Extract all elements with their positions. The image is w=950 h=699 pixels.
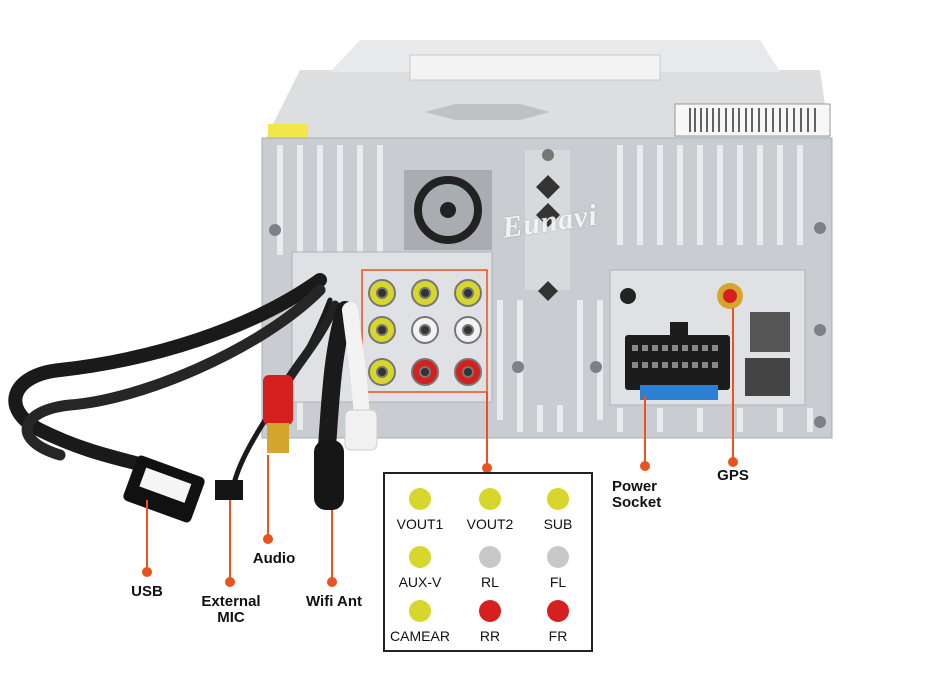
legend-dot — [479, 546, 501, 568]
legend-label: RL — [481, 574, 499, 590]
power-socket-label: Power Socket — [612, 479, 678, 511]
power-socket-label-line1: Power — [612, 478, 658, 495]
legend-label: CAMEAR — [390, 628, 450, 644]
legend-label: VOUT1 — [396, 516, 444, 532]
legend-dot — [479, 488, 501, 510]
legend-dot — [547, 546, 569, 568]
legend-dot — [409, 488, 431, 510]
audio-label: Audio — [252, 550, 296, 567]
power-socket-label-line2: Socket — [612, 494, 662, 511]
usb-label: USB — [131, 583, 163, 600]
external-mic-label-line1: External — [201, 593, 261, 610]
mic-connector — [215, 480, 243, 500]
legend-item-rr: RR — [455, 600, 525, 644]
legend-dot — [409, 546, 431, 568]
legend-item-rl: RL — [455, 546, 525, 590]
rca-legend: VOUT1 VOUT2 SUB AUX-V RL FL CAMEAR RR FR — [383, 472, 593, 652]
legend-dot — [547, 488, 569, 510]
wifi-ant-label: Wifi Ant — [306, 593, 362, 610]
callout-lines — [142, 308, 738, 587]
legend-label: RR — [479, 628, 501, 644]
legend-label: FR — [548, 628, 568, 644]
warning-sticker — [268, 124, 308, 138]
legend-dot — [409, 600, 431, 622]
legend-item-sub: SUB — [523, 488, 593, 532]
legend-dot — [479, 600, 501, 622]
legend-item-fl: FL — [523, 546, 593, 590]
audio-connector — [263, 375, 293, 453]
legend-item-vout2: VOUT2 — [455, 488, 525, 532]
usb-connector — [123, 455, 205, 523]
legend-label: FL — [549, 574, 567, 590]
external-mic-label: External MIC — [196, 594, 266, 626]
top-cover — [265, 40, 831, 140]
rca-highlight-box — [361, 269, 488, 393]
wifi-antenna-connector — [314, 440, 344, 510]
legend-item-camear: CAMEAR — [385, 600, 455, 644]
legend-item-vout1: VOUT1 — [385, 488, 455, 532]
legend-label: SUB — [543, 516, 573, 532]
legend-label: VOUT2 — [466, 516, 514, 532]
legend-dot — [547, 600, 569, 622]
gps-label: GPS — [717, 467, 749, 484]
external-mic-label-line2: MIC — [217, 609, 245, 626]
rl-connector — [344, 409, 378, 451]
legend-label: AUX-V — [398, 574, 442, 590]
legend-item-aux-v: AUX-V — [385, 546, 455, 590]
legend-item-fr: FR — [523, 600, 593, 644]
power-gps-panel — [609, 269, 806, 406]
